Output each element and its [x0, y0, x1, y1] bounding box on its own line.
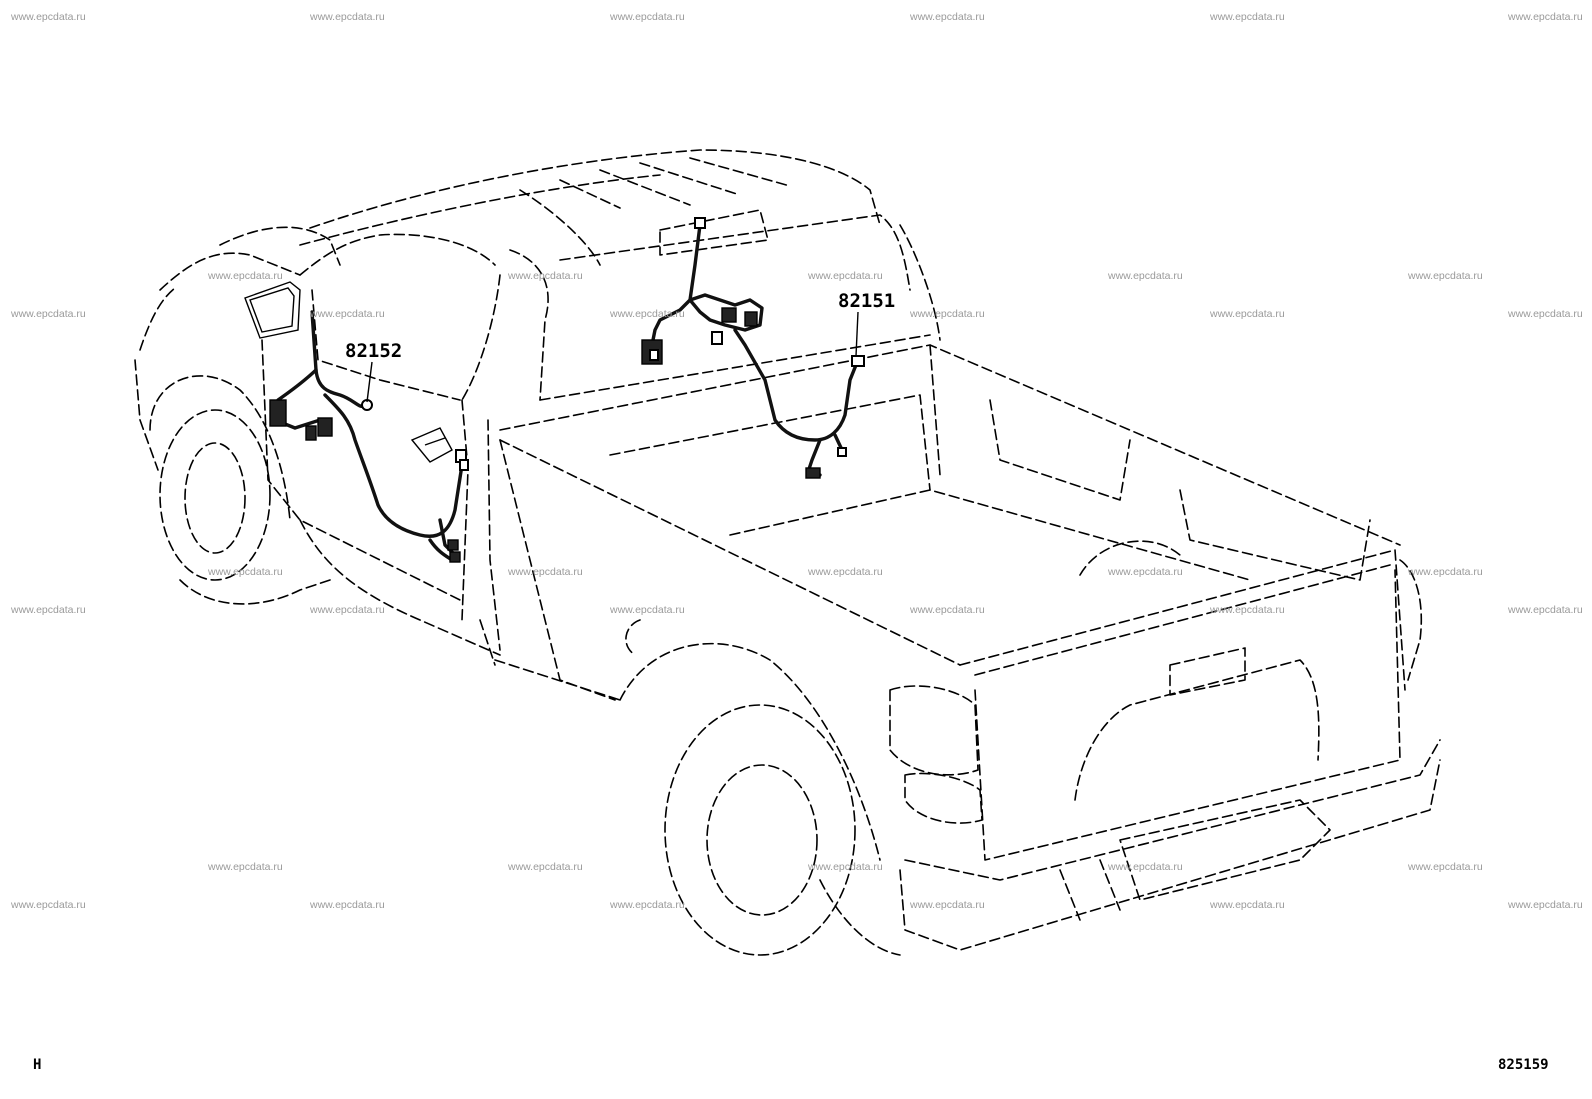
watermark: www.epcdata.ru [208, 566, 283, 578]
watermark: www.epcdata.ru [1408, 566, 1483, 578]
watermark: www.epcdata.ru [808, 861, 883, 873]
watermark: www.epcdata.ru [1508, 308, 1583, 320]
watermark: www.epcdata.ru [808, 566, 883, 578]
watermark: www.epcdata.ru [808, 270, 883, 282]
watermark: www.epcdata.ru [1508, 899, 1583, 911]
watermark: www.epcdata.ru [1508, 604, 1583, 616]
watermark: www.epcdata.ru [910, 899, 985, 911]
cab-rear-harness [641, 217, 865, 479]
watermark: www.epcdata.ru [310, 11, 385, 23]
watermark: www.epcdata.ru [910, 308, 985, 320]
door-handle [410, 427, 467, 463]
diagram-code-left: H [33, 1057, 42, 1073]
watermark: www.epcdata.ru [11, 899, 86, 911]
watermark: www.epcdata.ru [910, 604, 985, 616]
watermark: www.epcdata.ru [11, 604, 86, 616]
watermark: www.epcdata.ru [1210, 899, 1285, 911]
watermark: www.epcdata.ru [11, 11, 86, 23]
watermark: www.epcdata.ru [508, 861, 583, 873]
watermark: www.epcdata.ru [610, 11, 685, 23]
watermark: www.epcdata.ru [1108, 861, 1183, 873]
watermark: www.epcdata.ru [1408, 270, 1483, 282]
watermark: www.epcdata.ru [610, 308, 685, 320]
watermark: www.epcdata.ru [310, 899, 385, 911]
watermark: www.epcdata.ru [610, 899, 685, 911]
truck-outline [134, 149, 1441, 956]
diagram-code-right: 825159 [1498, 1057, 1549, 1073]
leader-lines [366, 311, 859, 403]
front-door-harness [269, 310, 469, 563]
watermark: www.epcdata.ru [910, 11, 985, 23]
watermark: www.epcdata.ru [508, 270, 583, 282]
watermark: www.epcdata.ru [310, 604, 385, 616]
watermark: www.epcdata.ru [1108, 566, 1183, 578]
watermark: www.epcdata.ru [508, 566, 583, 578]
watermark: www.epcdata.ru [310, 308, 385, 320]
watermark: www.epcdata.ru [11, 308, 86, 320]
part-number-82151[interactable]: 82151 [838, 290, 896, 312]
watermark: www.epcdata.ru [1408, 861, 1483, 873]
watermark: www.epcdata.ru [208, 861, 283, 873]
watermark: www.epcdata.ru [208, 270, 283, 282]
watermark: www.epcdata.ru [610, 604, 685, 616]
watermark: www.epcdata.ru [1210, 604, 1285, 616]
watermark: www.epcdata.ru [1210, 308, 1285, 320]
side-mirror [244, 281, 301, 339]
watermark: www.epcdata.ru [1210, 11, 1285, 23]
part-number-82152[interactable]: 82152 [345, 340, 403, 362]
watermark: www.epcdata.ru [1508, 11, 1583, 23]
watermark: www.epcdata.ru [1108, 270, 1183, 282]
